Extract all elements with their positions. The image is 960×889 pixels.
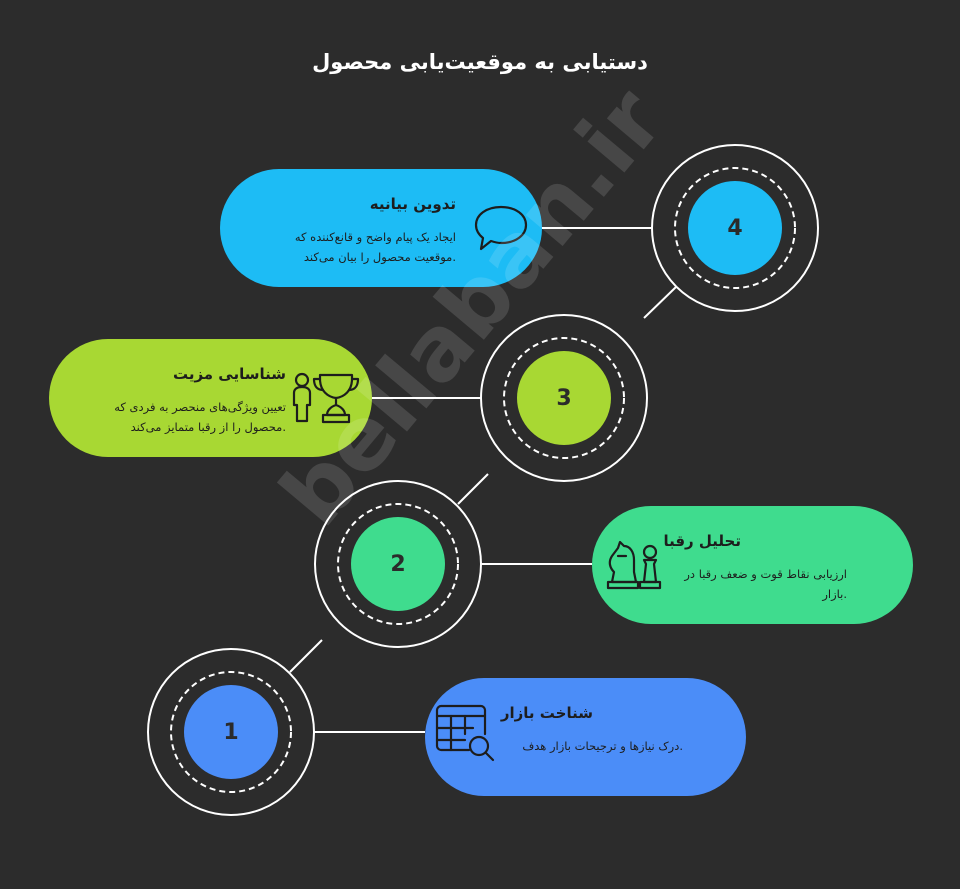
link-2-3 (457, 473, 489, 505)
desc-line: .محصول را از رقبا متمایز می‌کند (130, 420, 286, 434)
step-description: ارزیابی نقاط قوت و ضعف رقبا در .بازار (684, 564, 847, 604)
ring-dashed-1 (170, 671, 292, 793)
ring-dashed-3 (503, 337, 625, 459)
step-description: ایجاد یک پیام واضح و قانع‌کننده که .موقع… (295, 227, 456, 267)
desc-line: .بازار (822, 587, 847, 601)
desc-line: .درک نیازها و ترجیحات بازار هدف (522, 739, 683, 753)
link-3-4 (643, 286, 677, 319)
step-title: شناخت بازار (500, 704, 593, 722)
step-number-1: 1 (184, 685, 278, 779)
link-1-2 (289, 639, 323, 673)
step-title: تدوین بیانیه (369, 195, 456, 213)
step-card-2: تحلیل رقبا ارزیابی نقاط قوت و ضعف رقبا د… (592, 506, 913, 624)
table-search-icon (435, 704, 495, 762)
page-title: دستیابی به موقعیت‌یابی محصول (312, 50, 648, 74)
ring-dashed-2 (337, 503, 459, 625)
step-card-4: تدوین بیانیه ایجاد یک پیام واضح و قانع‌ک… (220, 169, 542, 287)
step-card-3: شناسایی مزیت تعیین ویژگی‌های منحصر به فر… (49, 339, 372, 457)
ring-dashed-4 (674, 167, 796, 289)
step-number-4: 4 (688, 181, 782, 275)
desc-line: .موقعیت محصول را بیان می‌کند (303, 250, 456, 264)
step-description: تعیین ویژگی‌های منحصر به فردی که .محصول … (114, 397, 286, 437)
step-number-2: 2 (351, 517, 445, 611)
desc-line: ارزیابی نقاط قوت و ضعف رقبا در (684, 567, 847, 581)
step-title: شناسایی مزیت (172, 365, 286, 383)
step-description: .درک نیازها و ترجیحات بازار هدف (522, 736, 683, 756)
step-title: تحلیل رقبا (663, 532, 741, 550)
person-trophy-icon (292, 372, 360, 424)
step-number-3: 3 (517, 351, 611, 445)
chess-pieces-icon (606, 540, 662, 590)
desc-line: ایجاد یک پیام واضح و قانع‌کننده که (294, 230, 456, 244)
desc-line: تعیین ویژگی‌های منحصر به فردی که (114, 400, 286, 414)
speech-bubble-icon (474, 205, 528, 251)
step-card-1: شناخت بازار .درک نیازها و ترجیحات بازار … (425, 678, 746, 796)
